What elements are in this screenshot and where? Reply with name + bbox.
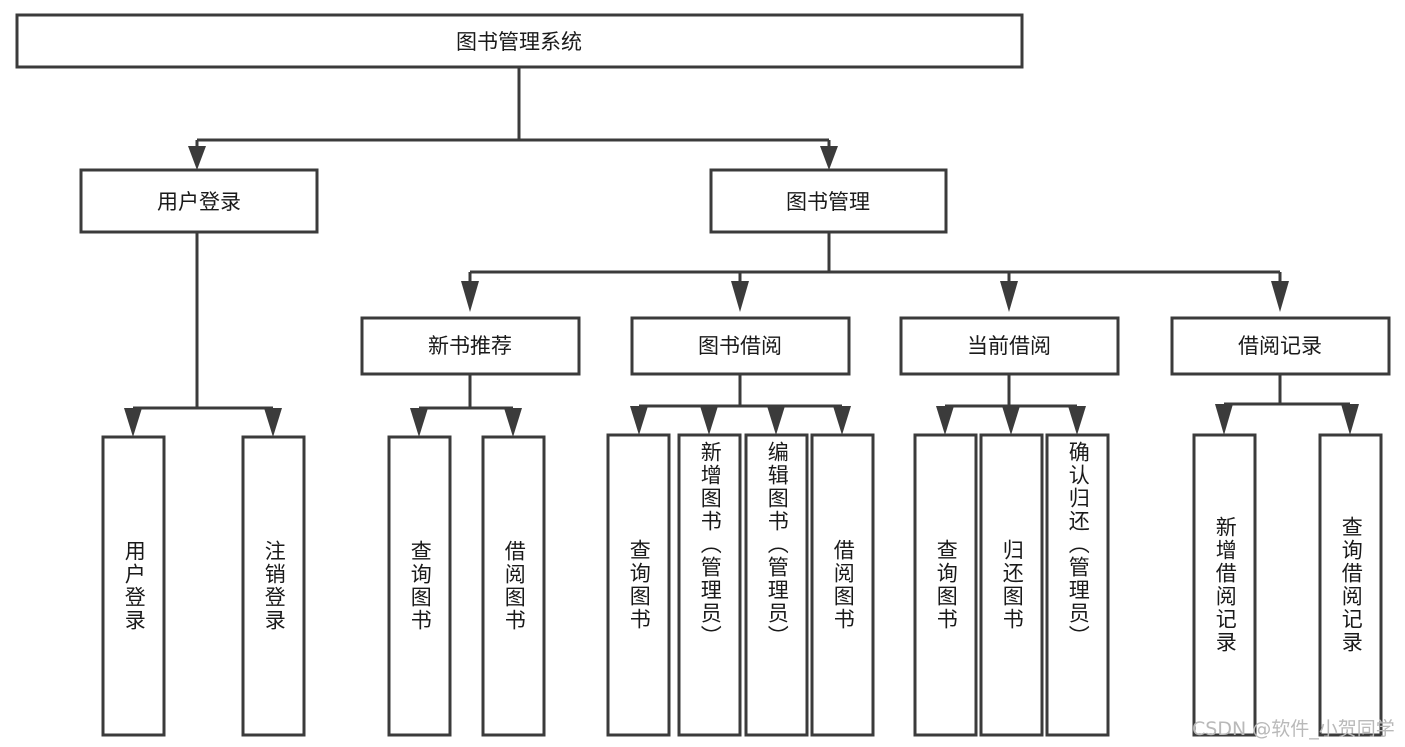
arrow-book-to-new: [461, 281, 479, 312]
arrow-current-leaf-1: [936, 406, 954, 435]
node-leaf-br-add-box[interactable]: [1192, 433, 1257, 737]
node-leaf-logout-box[interactable]: [241, 435, 306, 737]
arrow-user-leaf-2: [264, 408, 282, 437]
arrow-newbook-leaf-2: [504, 408, 522, 437]
node-new-book-label: 新书推荐: [428, 334, 512, 358]
arrow-root-to-book: [820, 146, 838, 170]
node-leaf-nb-query-box[interactable]: [387, 435, 452, 737]
arrow-root-to-user: [188, 146, 206, 170]
node-book-management-label: 图书管理: [786, 190, 870, 214]
node-borrow-record-label: 借阅记录: [1238, 334, 1322, 358]
arrow-book-to-borrow: [731, 281, 749, 312]
connector-group-borrow-record: [1215, 374, 1359, 435]
arrow-current-leaf-3: [1068, 406, 1086, 435]
node-root-label: 图书管理系统: [456, 30, 582, 54]
arrow-book-to-record: [1271, 281, 1289, 312]
arrow-record-leaf-1: [1215, 404, 1233, 435]
node-leaf-bb-query-box[interactable]: [606, 433, 671, 737]
node-current-borrow-label: 当前借阅: [967, 334, 1051, 358]
arrow-current-leaf-2: [1002, 406, 1020, 435]
connector-group-new-book: [410, 374, 522, 437]
arrow-user-leaf-1: [124, 408, 142, 437]
node-borrow-record-box[interactable]: [1170, 316, 1391, 376]
node-borrow-book-label: 图书借阅: [698, 334, 782, 358]
node-leaf-user-login-box[interactable]: [101, 435, 166, 737]
node-borrow-book-box[interactable]: [630, 316, 851, 376]
connector-group-book-management: [461, 232, 1289, 312]
node-root-box[interactable]: [15, 13, 1024, 69]
node-leaf-bb-add-box[interactable]: [677, 433, 742, 737]
node-leaf-bb-borrow-box[interactable]: [810, 433, 875, 737]
node-user-login-box[interactable]: [79, 168, 319, 234]
node-leaf-bb-edit-box[interactable]: [744, 433, 809, 737]
arrow-borrow-leaf-2: [700, 406, 718, 435]
node-leaf-cb-confirm-box[interactable]: [1045, 433, 1110, 737]
node-leaf-br-query-box[interactable]: [1318, 433, 1383, 737]
arrow-borrow-leaf-1: [630, 406, 648, 435]
arrow-book-to-current: [1000, 281, 1018, 312]
connector-group-root: [188, 68, 838, 170]
node-leaf-nb-borrow-box[interactable]: [481, 435, 546, 737]
csdn-watermark: CSDN @软件_小贺同学: [1192, 718, 1395, 740]
arrow-record-leaf-2: [1341, 404, 1359, 435]
connector-group-borrow-book: [630, 374, 851, 435]
node-new-book-box[interactable]: [360, 316, 581, 376]
arrow-borrow-leaf-3: [767, 406, 785, 435]
connector-group-current-borrow: [936, 374, 1086, 435]
connector-group-user-login: [124, 232, 282, 437]
node-user-login-label: 用户登录: [157, 190, 241, 214]
node-leaf-cb-return-box[interactable]: [979, 433, 1044, 737]
arrow-borrow-leaf-4: [833, 406, 851, 435]
node-book-management-box[interactable]: [709, 168, 948, 234]
arrow-newbook-leaf-1: [410, 408, 428, 437]
node-leaf-cb-query-box[interactable]: [913, 433, 978, 737]
node-current-borrow-box[interactable]: [899, 316, 1120, 376]
